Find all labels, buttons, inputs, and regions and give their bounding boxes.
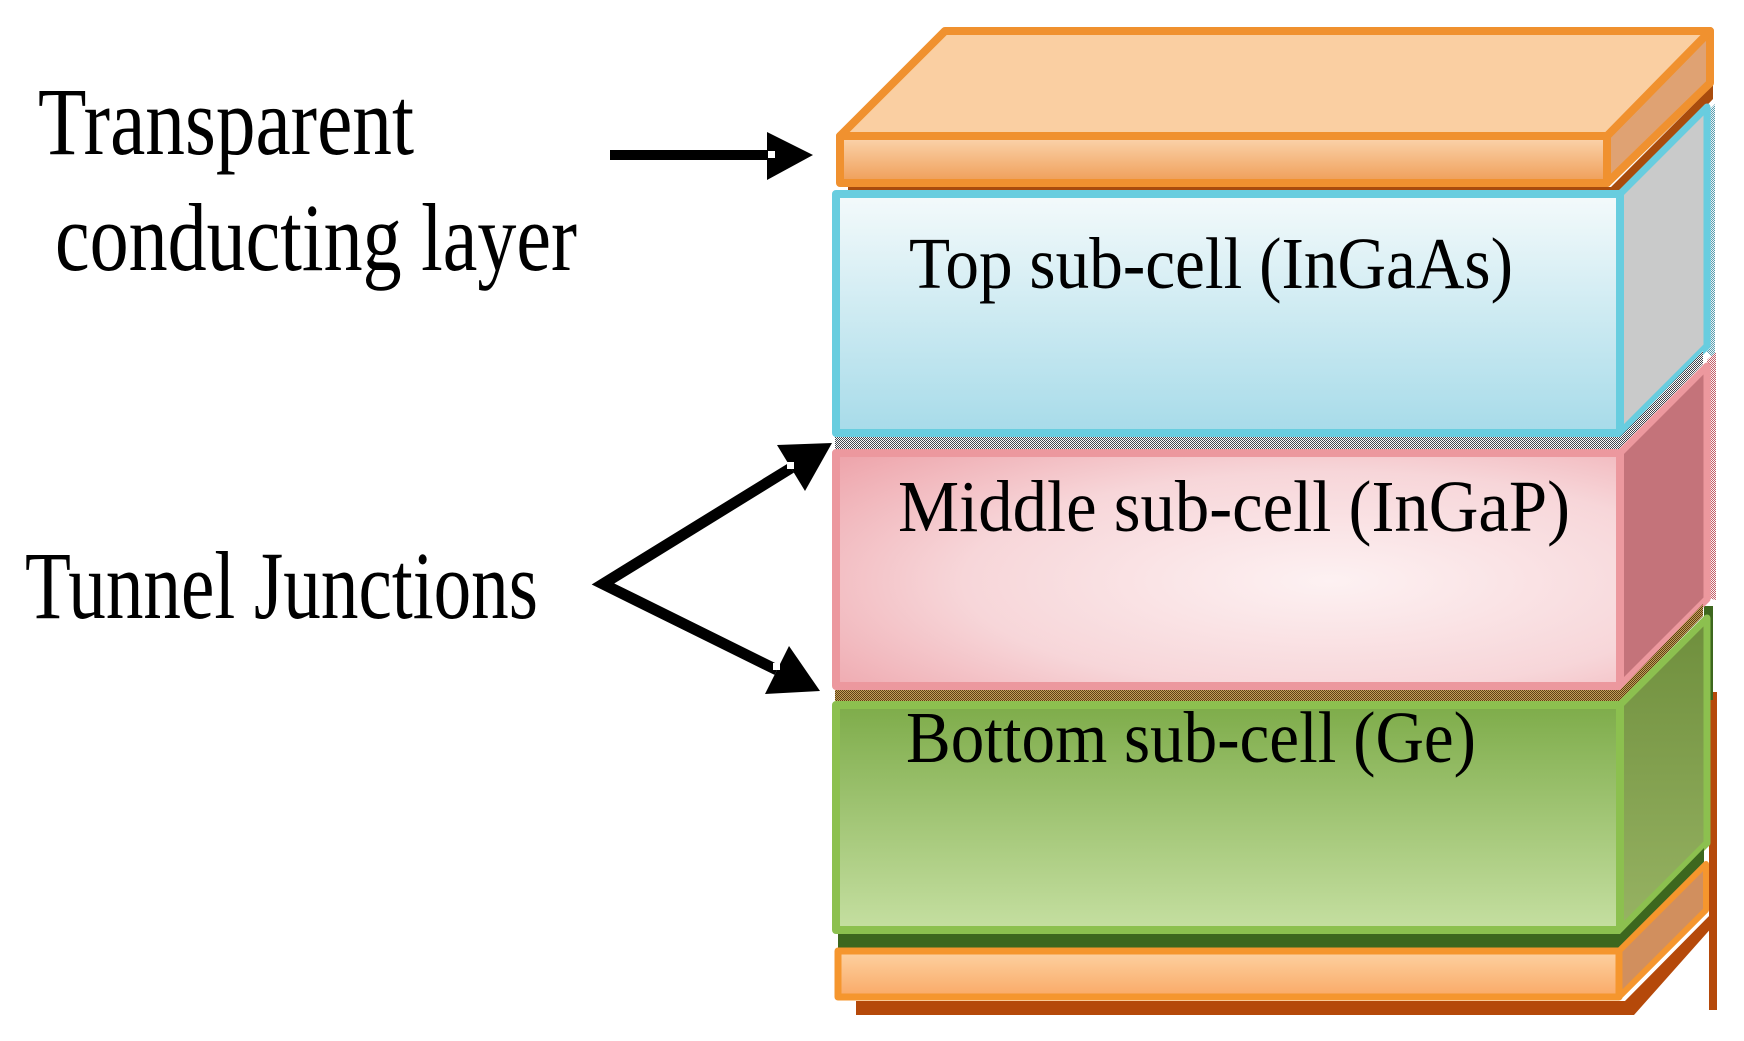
- transparent-conducting-layer-front-face: [836, 132, 1611, 187]
- tunnel-junction-arrows: [591, 443, 832, 694]
- bottom-subcell-shadow: [838, 848, 1704, 948]
- bottom-contact-shadow: [856, 911, 1714, 1015]
- annotation-arrows: [591, 132, 832, 694]
- top-subcell-layer: Top sub-cell (InGaAs): [832, 103, 1711, 437]
- bottom-contact-layer: [834, 861, 1714, 1015]
- middle-subcell-front-face: [832, 449, 1624, 690]
- tunnel-junction-upper-arrowhead-icon: [777, 443, 832, 491]
- bottom-subcell-label: Bottom sub-cell (Ge): [906, 697, 1476, 778]
- tunnel-junction-lower-arrowhead-icon: [765, 646, 820, 694]
- transparent-conducting-layer-label-line2: conducting layer: [55, 184, 577, 291]
- middle-subcell-layer: Middle sub-cell (InGaP): [832, 362, 1711, 690]
- tunnel-junction-arrow-shafts: [591, 463, 794, 675]
- tunnel-junction-1: [835, 351, 1703, 449]
- annotation-labels: Transparent conducting layer Tunnel Junc…: [25, 68, 577, 639]
- top-subcell-label: Top sub-cell (InGaAs): [909, 223, 1513, 304]
- arrowhead-highlight-dot: [787, 462, 794, 469]
- bottom-subcell-layer: Bottom sub-cell (Ge): [832, 614, 1711, 934]
- bottom-contact-right-shadow-sliver: [1709, 692, 1717, 1010]
- arrowhead-highlight-dot: [773, 663, 780, 670]
- transparent-conducting-layer-label-line1: Transparent: [38, 68, 414, 175]
- transparent-conducting-layer: [836, 27, 1714, 197]
- transparent-layer-arrow: [610, 132, 813, 180]
- top-subcell-front-face: [832, 190, 1624, 437]
- tunnel-junction-2: [835, 604, 1703, 701]
- middle-subcell-label: Middle sub-cell (InGaP): [898, 466, 1570, 547]
- bottom-subcell-front-face: [832, 701, 1624, 934]
- transparent-layer-arrowhead-icon: [767, 132, 813, 180]
- transparent-conducting-layer-top-face: [836, 27, 1714, 140]
- bottom-contact-front-face: [834, 947, 1623, 1001]
- arrowhead-highlight-dot: [768, 151, 775, 158]
- tunnel-junctions-label: Tunnel Junctions: [25, 532, 538, 639]
